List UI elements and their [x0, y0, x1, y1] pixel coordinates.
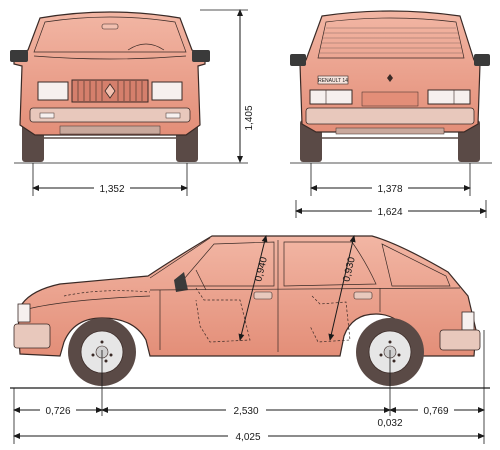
front-fog-light-right [165, 112, 181, 119]
front-right-headlight [151, 81, 183, 101]
side-mirror [174, 272, 188, 292]
side-view [10, 235, 490, 389]
front-door-outline [159, 240, 279, 352]
front-right-side-mirror [192, 50, 210, 62]
width-label: 1,624 [377, 207, 402, 218]
renault-diamond-icon [104, 83, 116, 99]
model-badge [317, 75, 349, 85]
side-tail-light [461, 311, 475, 331]
rear-window [317, 17, 465, 59]
front-bumper [29, 107, 191, 123]
dimension-lines: 1,405 1,352 1,378 1,624 0,940 0,930 [13, 9, 487, 444]
steering-wheel [127, 43, 165, 51]
front-headroom-dimension-line [238, 235, 268, 341]
side-rear-bumper [439, 329, 481, 351]
rear-number-plate [361, 91, 419, 107]
front-fog-light-left [39, 112, 55, 119]
rear-view: RENAULT 14 [290, 10, 492, 164]
rear-headroom-dimension-line [328, 235, 356, 341]
model-badge-text: RENAULT 14 [318, 78, 348, 84]
rear-door-handle [353, 291, 373, 300]
grille-slats [77, 81, 143, 101]
rear-track-label: 1,378 [377, 184, 402, 195]
front-underbody [59, 125, 161, 135]
front-left-headlight [37, 81, 69, 101]
length-label: 4,025 [235, 432, 260, 443]
rear-left-tail-light [309, 89, 353, 105]
rear-underbody [335, 127, 445, 135]
rear-right-tail-light [427, 89, 471, 105]
rear-left-side-mirror [290, 54, 306, 66]
front-door-handle [253, 291, 273, 300]
front-body [13, 11, 206, 136]
side-headlight [17, 303, 31, 323]
rear-view-mirror [101, 23, 119, 30]
wheelbase-label: 2,530 [233, 406, 258, 417]
rear-overhang-label: 0,769 [423, 406, 448, 417]
rear-renault-diamond-icon [387, 74, 393, 82]
front-windscreen [33, 16, 187, 53]
rear-quarter-window [381, 243, 451, 287]
front-track-label: 1,352 [99, 184, 124, 195]
rear-window-defroster-lines [320, 27, 462, 54]
height-label: 1,405 [244, 105, 255, 130]
front-view [10, 11, 248, 164]
side-front-bumper [13, 323, 51, 349]
front-hood-line [33, 55, 187, 60]
rear-right-side-mirror [474, 54, 490, 66]
rear-bumper [305, 107, 475, 125]
rear-offset-label: 0,032 [377, 418, 402, 429]
front-overhang-label: 0,726 [45, 406, 70, 417]
front-left-side-mirror [10, 50, 28, 62]
